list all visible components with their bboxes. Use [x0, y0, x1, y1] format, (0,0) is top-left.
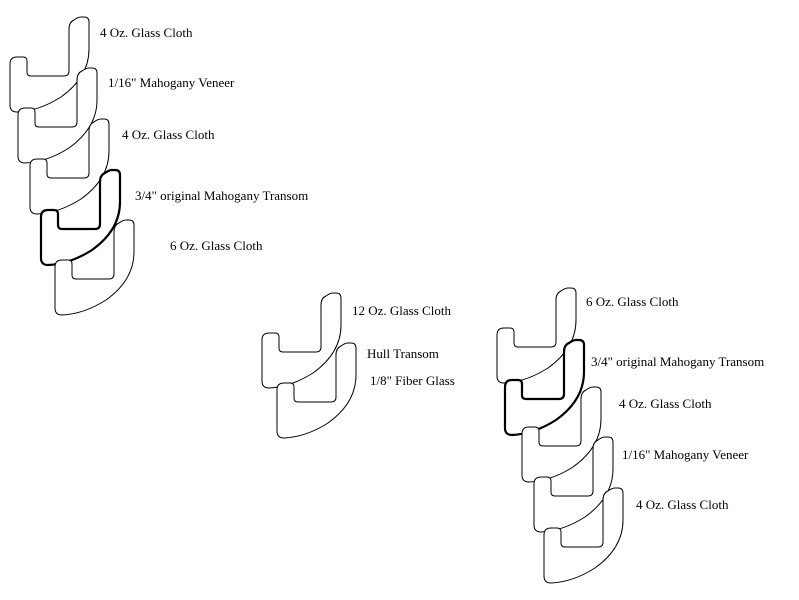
- ply-layer: [261, 292, 342, 389]
- left-stack: 4 Oz. Glass Cloth 1/16" Mahogany Veneer …: [9, 16, 308, 316]
- layer-label: 4 Oz. Glass Cloth: [619, 396, 712, 411]
- layer-label: 4 Oz. Glass Cloth: [122, 127, 215, 142]
- layer-label: 6 Oz. Glass Cloth: [170, 238, 263, 253]
- layer-label: 6 Oz. Glass Cloth: [586, 294, 679, 309]
- layer-label: 1/16" Mahogany Veneer: [108, 75, 235, 90]
- layer-label: 12 Oz. Glass Cloth: [352, 303, 451, 318]
- layer-label: 4 Oz. Glass Cloth: [100, 25, 193, 40]
- ply-layer: [543, 487, 624, 584]
- layer-label: 1/8" Fiber Glass: [370, 373, 455, 388]
- ply-layer: [39, 168, 122, 267]
- ply-layer: [54, 219, 135, 316]
- layer-label: 3/4" original Mahogany Transom: [135, 188, 308, 203]
- ply-layer: [503, 338, 586, 437]
- ply-layer: [29, 118, 110, 215]
- right-stack: 6 Oz. Glass Cloth 3/4" original Mahogany…: [496, 287, 764, 584]
- layer-label: 1/16" Mahogany Veneer: [622, 447, 749, 462]
- middle-stack: 12 Oz. Glass Cloth Hull Transom 1/8" Fib…: [261, 292, 455, 439]
- layer-label: Hull Transom: [367, 346, 439, 361]
- layer-label: 3/4" original Mahogany Transom: [591, 354, 764, 369]
- ply-layer: [17, 67, 98, 164]
- layer-label: 4 Oz. Glass Cloth: [636, 497, 729, 512]
- ply-layer: [276, 342, 357, 439]
- ply-layer: [521, 386, 602, 483]
